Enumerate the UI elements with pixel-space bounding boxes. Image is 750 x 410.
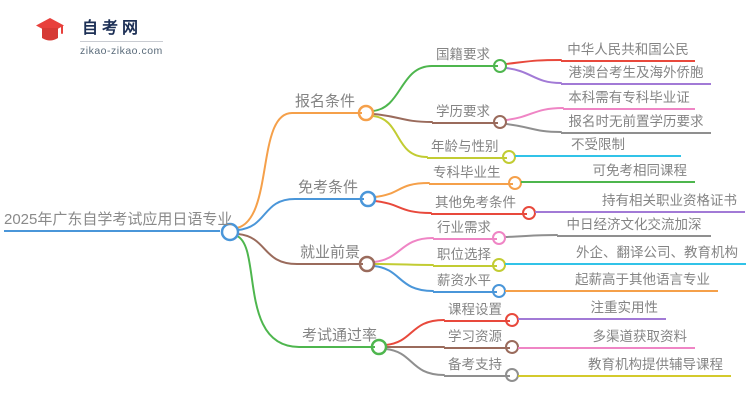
connector-career xyxy=(237,233,298,265)
connector-industry-demand xyxy=(373,237,434,263)
leaf-hk-macao-taiwan-overseas[interactable]: 港澳台考生及海外侨胞 xyxy=(561,63,711,85)
connector-curriculum xyxy=(385,319,445,346)
logo-domain: zikao-zikao.com xyxy=(80,45,163,57)
connector-prep-support xyxy=(385,348,445,376)
node-job-options[interactable]: 职位选择 xyxy=(433,245,497,267)
leaf-practicality-focus[interactable]: 注重实用性 xyxy=(518,298,666,320)
connector-china-japan-exchange xyxy=(504,234,558,238)
branch-registration-conditions[interactable]: 报名条件 xyxy=(292,92,362,114)
logo-title: 自考网 xyxy=(80,12,163,42)
node-education-requirement[interactable]: 学历要求 xyxy=(432,102,498,124)
node-industry-demand[interactable]: 行业需求 xyxy=(433,218,497,240)
node-associate-graduates[interactable]: 专科毕业生 xyxy=(429,163,513,185)
leaf-employer-types[interactable]: 外企、翻译公司、教育机构 xyxy=(505,243,746,265)
node-exam-prep-support[interactable]: 备考支持 xyxy=(444,355,510,377)
node-curriculum-design[interactable]: 课程设置 xyxy=(444,300,510,322)
connector-age-gender xyxy=(372,115,428,158)
node-salary-level[interactable]: 薪资水平 xyxy=(433,271,497,293)
connector-nationality xyxy=(372,65,433,112)
connector-job-options xyxy=(373,263,434,266)
connector-exemption xyxy=(237,198,296,231)
leaf-no-prior-education-required[interactable]: 报名时无前置学历要求 xyxy=(561,112,711,134)
connector-associate-graduates xyxy=(374,182,430,198)
connector-bachelor-diploma xyxy=(505,107,564,121)
logo-text: 自考网 zikao-zikao.com xyxy=(80,12,163,57)
leaf-exempt-same-courses[interactable]: 可免考相同课程 xyxy=(521,161,695,183)
branch-exam-pass-rate[interactable]: 考试通过率 xyxy=(299,326,377,348)
branch-career-prospects[interactable]: 就业前景 xyxy=(297,243,363,265)
branch-exemption-conditions[interactable]: 免考条件 xyxy=(295,178,364,200)
graduation-cap-icon xyxy=(33,15,64,46)
connector-no-prior-education xyxy=(505,123,562,133)
connector-passrate xyxy=(236,235,300,348)
node-other-exemptions[interactable]: 其他免考条件 xyxy=(431,193,527,215)
connector-prc-citizens xyxy=(505,59,562,65)
leaf-multi-channel-materials[interactable]: 多渠道获取资料 xyxy=(518,327,695,349)
connector-registration xyxy=(236,112,293,229)
node-nationality-requirement[interactable]: 国籍要求 xyxy=(432,45,498,67)
root-node[interactable]: 2025年广东自学考试应用日语专业 xyxy=(4,210,232,232)
connector-education xyxy=(372,113,433,123)
root-node-handle[interactable] xyxy=(220,222,240,242)
node-age-and-gender[interactable]: 年龄与性别 xyxy=(427,137,507,159)
connector-hk-macao-taiwan xyxy=(505,67,562,84)
leaf-prc-citizens[interactable]: 中华人民共和国公民 xyxy=(561,40,695,62)
leaf-no-restrictions[interactable]: 不受限制 xyxy=(515,135,681,157)
leaf-higher-starting-salary[interactable]: 起薪高于其他语言专业 xyxy=(505,270,718,292)
connector-salary-level xyxy=(373,265,434,292)
site-logo[interactable]: 自考网 zikao-zikao.com xyxy=(30,12,163,57)
connector-other-exemptions xyxy=(374,200,432,214)
leaf-vocational-certificates[interactable]: 持有相关职业资格证书 xyxy=(535,191,745,213)
node-study-resources[interactable]: 学习资源 xyxy=(444,327,510,349)
leaf-bachelor-needs-associate-diploma[interactable]: 本科需有专科毕业证 xyxy=(563,88,695,110)
leaf-tutoring-courses[interactable]: 教育机构提供辅导课程 xyxy=(518,355,731,377)
leaf-china-japan-exchange[interactable]: 中日经济文化交流加深 xyxy=(557,215,711,237)
